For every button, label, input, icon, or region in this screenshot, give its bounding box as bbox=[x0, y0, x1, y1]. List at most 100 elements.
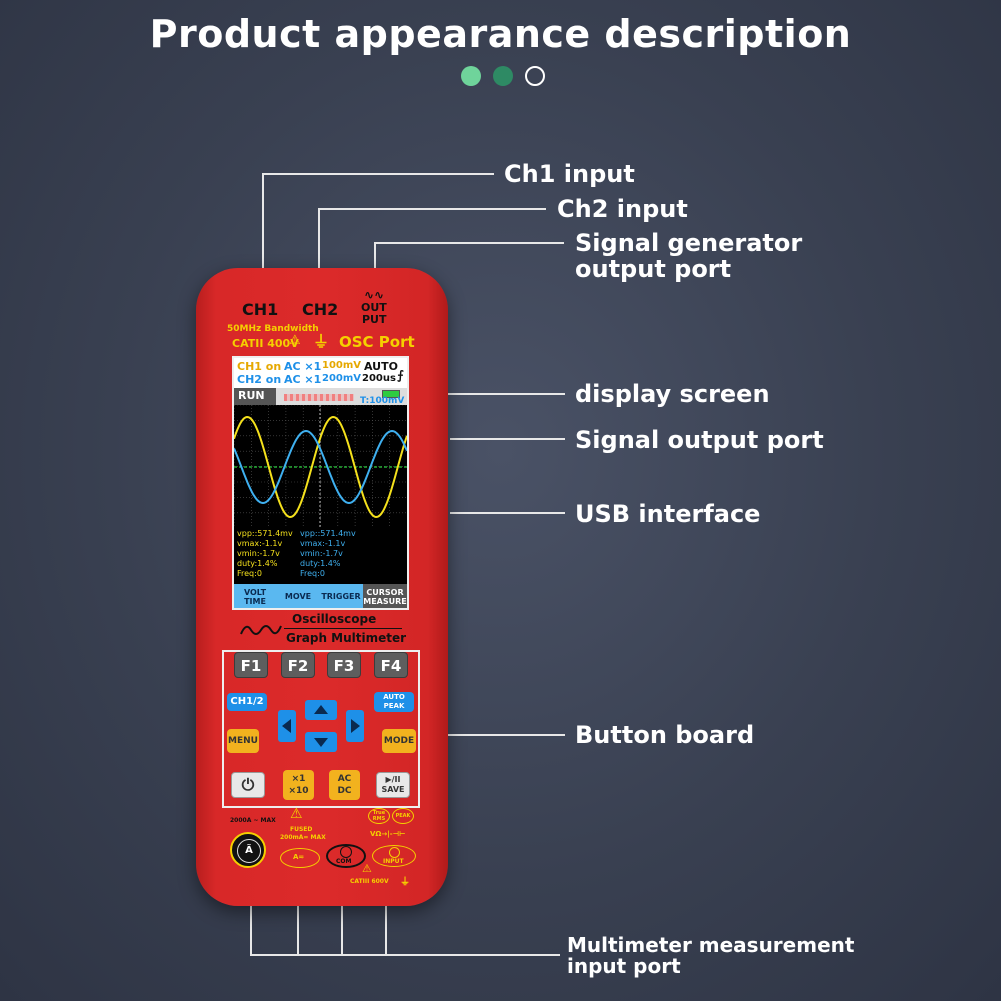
mm-leader-v1 bbox=[250, 906, 252, 956]
ma-port[interactable] bbox=[280, 848, 320, 868]
power-button[interactable]: ⏻ bbox=[231, 772, 265, 798]
mode-button[interactable]: MODE bbox=[382, 729, 416, 753]
brand-line-2: Graph Multimeter bbox=[286, 631, 407, 645]
softkey-cursor-label: CURSOR bbox=[366, 588, 404, 597]
left-arrow-button[interactable] bbox=[278, 710, 296, 742]
ch1-duty: duty:1.4% bbox=[237, 559, 278, 568]
ch2-leader-v bbox=[318, 208, 320, 300]
pagination-dot-3[interactable] bbox=[525, 66, 545, 86]
label-ch1-input: Ch1 input bbox=[504, 160, 635, 188]
com-port-hole bbox=[340, 846, 352, 858]
softkey-volt-time[interactable]: VOLT TIME bbox=[234, 585, 276, 608]
trigger-level: T:100mV bbox=[360, 396, 405, 406]
waveform-overview bbox=[284, 394, 354, 401]
pagination-dot-2[interactable] bbox=[493, 66, 513, 86]
fused-warning-icon: ⚠ bbox=[290, 806, 303, 822]
label-ch2-input: Ch2 input bbox=[557, 195, 688, 223]
menu-button[interactable]: MENU bbox=[227, 729, 259, 753]
f3-button[interactable]: F3 bbox=[327, 652, 361, 678]
power-icon: ⏻ bbox=[241, 775, 255, 794]
ch2-vpp: vpp::571.4mv bbox=[300, 529, 356, 538]
run-label: RUN bbox=[238, 389, 265, 402]
brand-divider bbox=[284, 628, 402, 629]
ma-port-label: A≂ bbox=[293, 853, 305, 861]
input-port[interactable] bbox=[372, 845, 416, 867]
ch1-measurements: vpp::571.4mv vmax:-1.1v vmin:-1.7v duty:… bbox=[237, 529, 293, 579]
wave-icon: ∿∿ bbox=[364, 288, 385, 302]
waveform-display bbox=[234, 405, 407, 528]
rms-label: RMS bbox=[372, 816, 386, 822]
display-leader bbox=[405, 393, 565, 395]
trigger-mode: AUTO bbox=[364, 360, 398, 373]
left-arrow-icon bbox=[282, 719, 291, 733]
ch2-scale: 200mV bbox=[322, 373, 362, 384]
x1-x10-button[interactable]: ×1 ×10 bbox=[283, 770, 314, 800]
ch1-vmax: vmax:-1.1v bbox=[237, 539, 283, 548]
ch2-coupling: AC ×1 bbox=[284, 373, 322, 386]
softkey-measure-label: MEASURE bbox=[363, 597, 407, 606]
x10-label: ×10 bbox=[288, 786, 309, 796]
f2-button[interactable]: F2 bbox=[281, 652, 315, 678]
com-port[interactable] bbox=[326, 844, 366, 868]
softkey-cursor-measure[interactable]: CURSOR MEASURE bbox=[363, 584, 407, 608]
ch2-measurements: vpp::571.4mv vmax:-1.1v vmin:-1.7v duty:… bbox=[300, 529, 356, 579]
ac-label: AC bbox=[337, 774, 352, 784]
cat3-ground-icon: ⏚ bbox=[400, 877, 410, 888]
warning-icon: ⚠ bbox=[289, 333, 301, 348]
label-multimeter-1: Multimeter measurement bbox=[567, 933, 855, 957]
com-port-label: COM bbox=[336, 858, 352, 865]
ch12-button[interactable]: CH1/2 bbox=[227, 693, 267, 711]
label-button-board: Button board bbox=[575, 721, 755, 749]
softkey-trigger[interactable]: TRIGGER bbox=[321, 592, 361, 601]
softkey-volt-label: VOLT bbox=[243, 588, 267, 597]
softkey-time-label: TIME bbox=[244, 597, 266, 606]
true-label: True bbox=[372, 810, 386, 816]
right-arrow-icon bbox=[351, 719, 360, 733]
ch1-leader-h bbox=[262, 173, 494, 175]
auto-peak-button[interactable]: AUTO PEAK bbox=[374, 692, 414, 712]
right-arrow-button[interactable] bbox=[346, 710, 364, 742]
page-title: Product appearance description bbox=[149, 12, 852, 56]
label-usb: USB interface bbox=[575, 500, 761, 528]
up-arrow-icon bbox=[314, 705, 328, 714]
softkey-move[interactable]: MOVE bbox=[284, 592, 312, 601]
battery-icon bbox=[382, 390, 400, 398]
play-save-button[interactable]: ▶/II SAVE bbox=[376, 772, 410, 798]
cat-rating-label: CATII 400V bbox=[232, 337, 299, 350]
auto-label: AUTO bbox=[383, 693, 405, 701]
fused-rating: 200mA= MAX bbox=[280, 834, 326, 841]
pagination-dot-1[interactable] bbox=[461, 66, 481, 86]
ch1-vpp: vpp::571.4mv bbox=[237, 529, 293, 538]
button-board-leader bbox=[420, 734, 565, 736]
ac-dc-button[interactable]: AC DC bbox=[329, 770, 360, 800]
label-display-screen: display screen bbox=[575, 380, 770, 408]
ch1-freq: Freq:0 bbox=[237, 569, 262, 578]
brand-wave-icon bbox=[240, 625, 282, 635]
trigger-edge-icon: ⨍ bbox=[397, 368, 404, 382]
cat3-label: CATIII 600V bbox=[350, 878, 389, 885]
f1-button[interactable]: F1 bbox=[234, 652, 268, 678]
pagination-dots bbox=[461, 66, 545, 86]
down-arrow-icon bbox=[314, 738, 328, 747]
ch2-leader-h bbox=[318, 208, 546, 210]
status-bar bbox=[234, 358, 407, 388]
play-pause-label: ▶/II bbox=[385, 775, 401, 784]
ch1-scale: 100mV bbox=[322, 360, 362, 371]
peak-badge: PEAK bbox=[392, 808, 414, 824]
display-screen: CH1 on AC ×1 100mV CH2 on AC ×1 200mV AU… bbox=[232, 356, 409, 610]
up-arrow-button[interactable] bbox=[305, 700, 337, 720]
ch1-status: CH1 on bbox=[237, 360, 282, 373]
osc-port-label: OSC Port bbox=[339, 333, 415, 351]
ch2-vmin: vmin:-1.7v bbox=[300, 549, 343, 558]
label-siggen-1: Signal generator bbox=[575, 229, 803, 257]
ch2-freq: Freq:0 bbox=[300, 569, 325, 578]
f4-button[interactable]: F4 bbox=[374, 652, 408, 678]
mm-leader-v4 bbox=[385, 906, 387, 956]
amp-port[interactable]: Ã bbox=[230, 832, 266, 868]
siggen-leader-h bbox=[374, 242, 564, 244]
ch1-leader-v bbox=[262, 173, 264, 273]
button-board bbox=[222, 650, 420, 808]
save-label: SAVE bbox=[381, 785, 405, 794]
down-arrow-button[interactable] bbox=[305, 732, 337, 752]
brand-line-1: Oscilloscope bbox=[292, 612, 377, 626]
